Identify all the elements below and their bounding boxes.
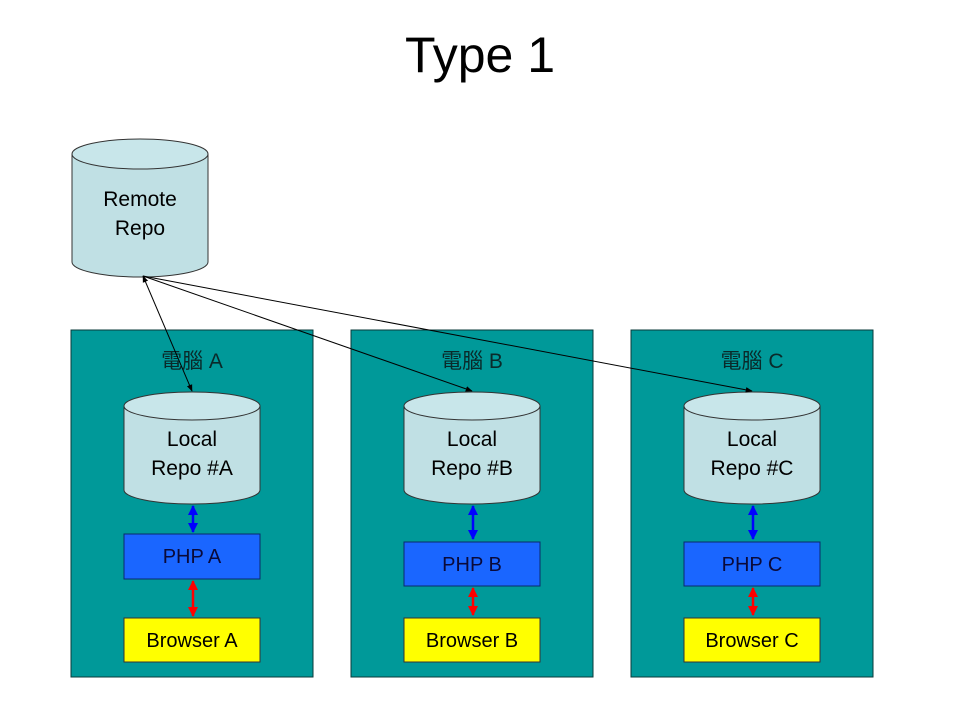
diagram-title: Type 1 — [404, 27, 556, 83]
computer-c-label: 電腦 C — [721, 350, 784, 373]
browser-c-label: Browser C — [705, 630, 798, 652]
browser-a-label: Browser A — [146, 630, 238, 652]
computer-a-box: 電腦 A Local Repo #A PHP A Browser A — [70, 329, 314, 678]
local-repo-c-line2: Repo #C — [711, 457, 794, 480]
php-b-label: PHP B — [442, 554, 502, 576]
local-repo-a-line1: Local — [167, 428, 217, 451]
browser-a-box — [123, 617, 261, 663]
remote-to-local-a-arrow — [142, 275, 193, 392]
local-repo-b-cylinder: Local Repo #B — [403, 391, 541, 505]
browser-b-label: Browser B — [426, 630, 518, 652]
php-c-label: PHP C — [722, 554, 783, 576]
local-repo-b-line1: Local — [447, 428, 497, 451]
php-c-box — [683, 541, 821, 587]
browser-b-box — [403, 617, 541, 663]
local-repo-a-cylinder: Local Repo #A — [123, 391, 261, 505]
computer-b-box: 電腦 B Local Repo #B PHP B Browser B — [350, 329, 594, 678]
computer-c-box: 電腦 C Local Repo #C PHP C Browser C — [630, 329, 874, 678]
remote-to-local-b-arrow — [142, 275, 473, 392]
computer-b-label: 電腦 B — [441, 350, 503, 373]
computer-a-label: 電腦 A — [161, 350, 223, 373]
remote-repo-label-line2: Repo — [115, 217, 165, 240]
local-repo-c-line1: Local — [727, 428, 777, 451]
remote-to-local-c-arrow — [142, 275, 753, 393]
php-a-label: PHP A — [163, 546, 222, 568]
remote-repo-label-line1: Remote — [103, 188, 177, 211]
remote-repo-cylinder: Remote Repo — [71, 138, 209, 278]
local-repo-c-cylinder: Local Repo #C — [683, 391, 821, 505]
local-repo-a-line2: Repo #A — [151, 457, 233, 480]
browser-c-box — [683, 617, 821, 663]
php-b-box — [403, 541, 541, 587]
local-repo-b-line2: Repo #B — [431, 457, 513, 480]
php-a-box — [123, 533, 261, 580]
